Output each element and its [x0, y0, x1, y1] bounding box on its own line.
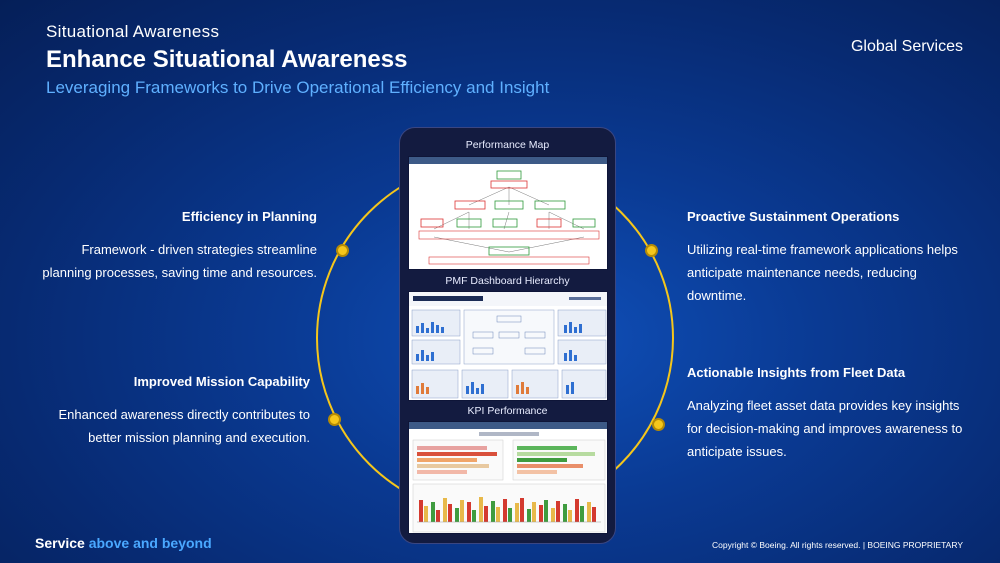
footer-tagline-lead: Service — [35, 535, 85, 551]
point-efficiency-body: Framework - driven strategies streamline… — [42, 242, 317, 280]
slide-title: Enhance Situational Awareness — [46, 46, 408, 73]
panel-label-performance-map: Performance Map — [465, 139, 550, 151]
connector-dot-sustainment — [645, 244, 658, 257]
point-insights-title: Actionable Insights from Fleet Data — [687, 365, 906, 380]
point-insights-body: Analyzing fleet asset data provides key … — [687, 398, 963, 459]
footer-tagline-accent: above and beyond — [88, 535, 212, 551]
point-sustainment-title: Proactive Sustainment Operations — [687, 209, 900, 224]
point-efficiency: Efficiency in Planning Framework - drive… — [40, 205, 317, 284]
kpi-performance-screenshot — [408, 421, 608, 534]
pmf-dashboard-image — [409, 292, 607, 399]
point-insights: Actionable Insights from Fleet Data Anal… — [687, 361, 969, 463]
connector-dot-insights — [652, 418, 665, 431]
device-frame: Performance Map — [399, 127, 616, 544]
point-mission: Improved Mission Capability Enhanced awa… — [28, 370, 310, 449]
slide-subtitle: Leveraging Frameworks to Drive Operation… — [46, 78, 550, 97]
panel-label-pmf-dashboard: PMF Dashboard Hierarchy — [445, 275, 570, 287]
brand-label: Global Services — [850, 38, 963, 55]
point-efficiency-title: Efficiency in Planning — [181, 209, 317, 224]
slide-kicker: Situational Awareness — [46, 22, 220, 41]
performance-map-screenshot — [408, 156, 608, 270]
panel-label-kpi-performance: KPI Performance — [467, 405, 548, 417]
connector-dot-efficiency — [336, 244, 349, 257]
kpi-performance-image — [409, 422, 607, 533]
point-mission-body: Enhanced awareness directly contributes … — [58, 407, 310, 445]
pmf-dashboard-screenshot — [408, 291, 608, 401]
connector-dot-mission — [328, 413, 341, 426]
point-sustainment-body: Utilizing real-time framework applicatio… — [687, 242, 958, 303]
point-sustainment: Proactive Sustainment Operations Utilizi… — [687, 205, 962, 307]
performance-map-image — [409, 157, 607, 265]
copyright-notice: Copyright © Boeing. All rights reserved.… — [712, 540, 963, 550]
point-mission-title: Improved Mission Capability — [133, 374, 310, 389]
footer-tagline: Service above and beyond — [35, 535, 212, 551]
